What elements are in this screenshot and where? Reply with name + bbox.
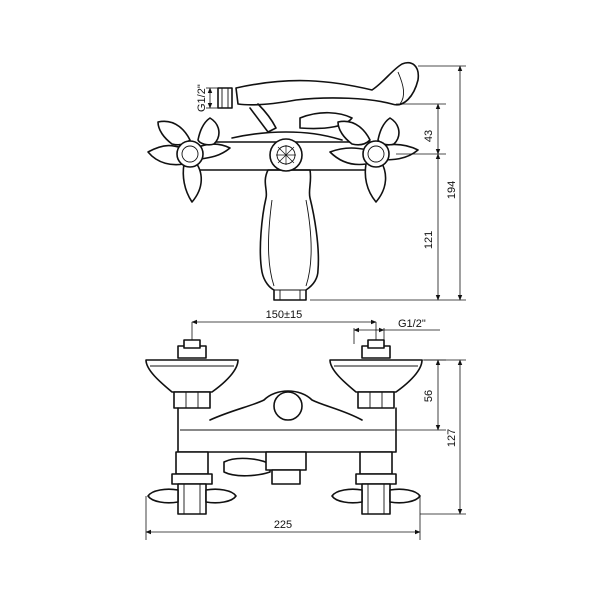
top-view: G1/2" 43 194 121 (147, 62, 466, 301)
left-inlet-connector (217, 87, 233, 109)
left-valve-bonnet (177, 483, 207, 515)
diverter-handle (235, 62, 420, 106)
left-handle-wing-left (147, 488, 179, 504)
right-handle-wing-right (389, 488, 421, 504)
label-body-height: 127 (446, 429, 458, 447)
label-front-inlet-thread: G1/2" (398, 318, 426, 330)
left-valve-body (175, 451, 209, 475)
right-valve-bonnet (361, 483, 391, 515)
label-center-distance: 150±15 (266, 309, 303, 321)
label-spout-height: 121 (423, 231, 435, 249)
center-valve (269, 138, 303, 172)
front-spout-block (265, 451, 307, 471)
right-cross-handle (329, 117, 419, 203)
left-inlet-tip (183, 339, 201, 349)
front-lever (223, 457, 271, 477)
right-handle-wing-left (331, 488, 363, 504)
right-escutcheon (329, 359, 423, 393)
right-eccentric-nut (357, 391, 395, 409)
right-inlet-tip (367, 339, 385, 349)
diverter-handle-tip (397, 71, 405, 105)
label-top-inlet-thread: G1/2" (196, 84, 208, 112)
front-view: 150±15 G1/2" (145, 309, 466, 540)
diverter-small-lever (299, 111, 353, 130)
label-overall-width: 225 (274, 519, 292, 531)
left-cross-handle (147, 117, 231, 203)
label-total-height: 194 (446, 181, 458, 199)
right-valve-body (359, 451, 393, 475)
front-spout-outlet (271, 469, 301, 485)
front-body-top (209, 390, 363, 421)
spout-outline (259, 169, 320, 301)
front-diverter-knob (273, 391, 303, 421)
diverter-stem (249, 103, 277, 133)
left-handle-wing-right (205, 488, 237, 504)
label-inlet-height: 56 (423, 390, 435, 402)
spout-inner-line (268, 199, 312, 287)
left-escutcheon (145, 359, 239, 393)
body-bar-center (231, 131, 343, 141)
left-eccentric-nut (173, 391, 211, 409)
left-valve-ring (171, 473, 213, 485)
right-valve-ring (355, 473, 397, 485)
label-handle-height: 43 (423, 130, 435, 142)
